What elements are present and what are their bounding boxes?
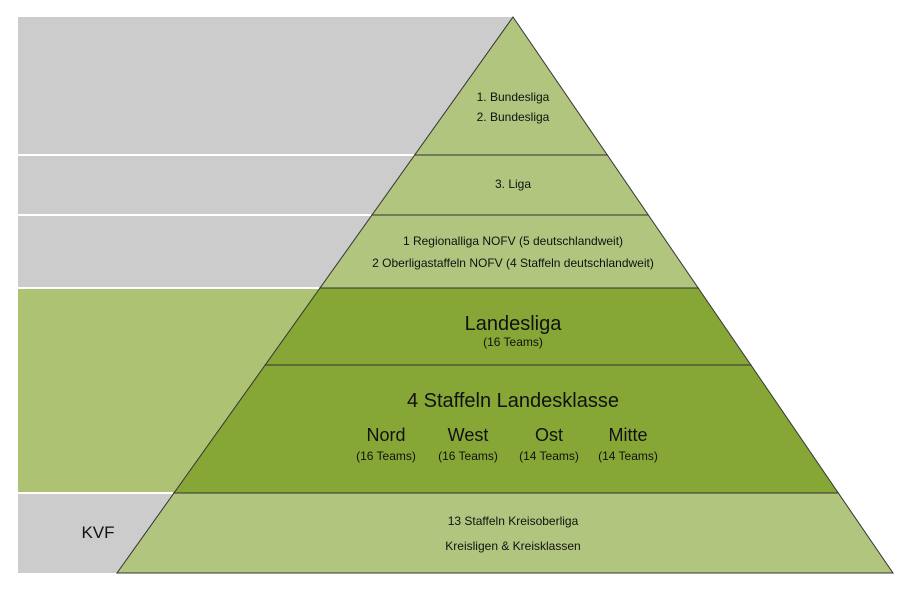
label-staffel-ost-teams: (14 Teams)	[519, 449, 579, 463]
label-staffel-west: West	[448, 425, 489, 445]
label-bundesliga-2: 2. Bundesliga	[477, 110, 550, 124]
label-oberliga: 2 Oberligastaffeln NOFV (4 Staffeln deut…	[372, 256, 654, 270]
label-kvf: KVF	[81, 523, 114, 542]
label-kreisligen: Kreisligen & Kreisklassen	[445, 539, 580, 553]
label-staffel-nord: Nord	[366, 425, 405, 445]
band-kreis	[116, 492, 894, 574]
side-panel-landesverband	[18, 288, 320, 493]
label-kreisoberliga: 13 Staffeln Kreisoberliga	[448, 514, 579, 528]
label-bundesliga-1: 1. Bundesliga	[477, 90, 550, 104]
label-landesliga: Landesliga	[465, 313, 563, 335]
label-staffel-nord-teams: (16 Teams)	[356, 449, 416, 463]
side-panel-regional	[18, 215, 372, 288]
label-landesliga-teams: (16 Teams)	[483, 335, 543, 349]
label-staffel-mitte-teams: (14 Teams)	[598, 449, 658, 463]
side-panel-top	[18, 17, 513, 155]
label-landesklasse: 4 Staffeln Landesklasse	[407, 390, 619, 412]
label-staffel-west-teams: (16 Teams)	[438, 449, 498, 463]
side-panel-kvf	[18, 493, 174, 573]
side-panel-liga3	[18, 155, 415, 215]
band-regional	[319, 214, 700, 289]
band-landesklasse	[173, 364, 840, 494]
label-3-liga: 3. Liga	[495, 177, 531, 191]
label-staffel-ost: Ost	[535, 425, 563, 445]
label-staffel-mitte: Mitte	[608, 425, 647, 445]
label-regionalliga: 1 Regionalliga NOFV (5 deutschlandweit)	[403, 234, 623, 248]
